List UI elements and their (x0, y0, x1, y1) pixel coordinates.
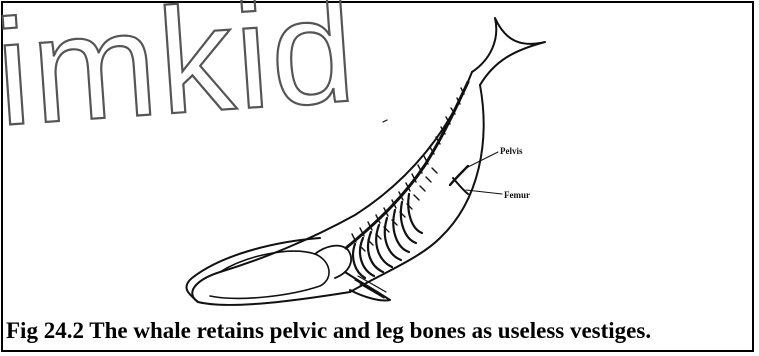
blowhole-mark (383, 120, 387, 122)
figure-caption: Fig 24.2 The whale retains pelvic and le… (6, 316, 752, 346)
femur-bone (453, 178, 468, 194)
pelvis-label: Pelvis (500, 146, 523, 156)
whale-body-outline (192, 72, 472, 305)
pelvis-bone (450, 166, 468, 185)
whale-jaw-outline (186, 238, 320, 302)
whale-skeleton-illustration: Pelvis Femur (150, 10, 610, 310)
whale-spine (346, 82, 468, 248)
femur-label: Femur (504, 190, 530, 200)
tail-fluke (472, 18, 545, 85)
